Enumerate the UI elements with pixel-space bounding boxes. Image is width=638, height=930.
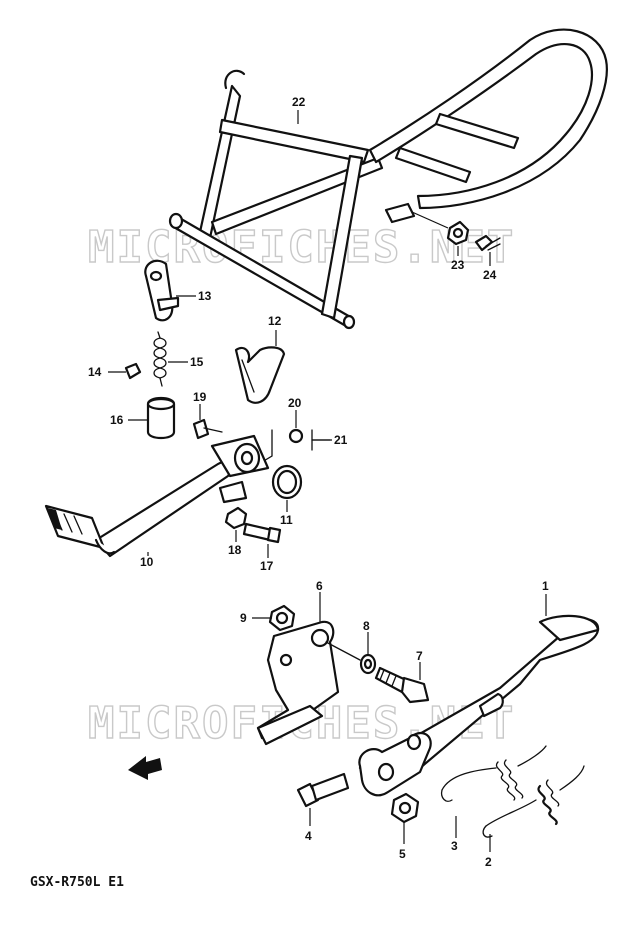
label-17: 17 (260, 559, 274, 573)
label-1: 1 (542, 579, 549, 593)
label-15: 15 (190, 355, 204, 369)
part-22-stand-frame (168, 28, 608, 330)
part-1-side-stand (358, 614, 600, 797)
label-11: 11 (280, 513, 293, 527)
part-labels: 22 23 24 13 12 15 14 19 20 16 21 11 18 1… (88, 95, 549, 869)
part-18-washer (224, 506, 248, 530)
label-2: 2 (485, 855, 492, 869)
part-12-bracket (234, 346, 286, 404)
part-7-bolt (374, 666, 430, 704)
part-11-ring (271, 464, 303, 500)
label-4: 4 (305, 829, 312, 843)
part-23-nut (446, 220, 470, 246)
label-18: 18 (228, 543, 242, 557)
label-13: 13 (198, 289, 212, 303)
label-21: 21 (334, 433, 348, 447)
label-16: 16 (110, 413, 124, 427)
label-8: 8 (363, 619, 370, 633)
label-9: 9 (240, 611, 247, 625)
part-8-washer (359, 653, 377, 675)
part-14-bolt (124, 362, 142, 380)
label-14: 14 (88, 365, 102, 379)
label-6: 6 (316, 579, 323, 593)
model-caption: GSX-R750L E1 (30, 875, 124, 890)
part-9-nut (268, 604, 296, 632)
part-17-bolt (242, 522, 282, 544)
part-2-spring (482, 765, 585, 838)
part-3-spring (440, 745, 547, 802)
leader-lines (108, 110, 547, 852)
label-19: 19 (193, 390, 207, 404)
label-23: 23 (451, 258, 465, 272)
part-20-clip (288, 428, 304, 444)
part-15-spring (153, 331, 167, 387)
part-13-bracket (144, 259, 180, 322)
label-24: 24 (483, 268, 497, 282)
part-24-bolt (474, 234, 501, 252)
label-20: 20 (288, 396, 302, 410)
part-10-pedal-lever (44, 434, 270, 558)
part-16-collar (146, 396, 176, 440)
part-4-pivot-bolt (296, 772, 350, 808)
label-12: 12 (268, 314, 282, 328)
label-22: 22 (292, 95, 306, 109)
part-19-pin (192, 418, 223, 440)
label-3: 3 (451, 839, 458, 853)
part-6-stand-bracket (256, 620, 340, 746)
label-7: 7 (416, 649, 423, 663)
label-10: 10 (140, 555, 154, 569)
front-direction-arrow-icon (128, 756, 162, 780)
part-5-nut (390, 792, 420, 824)
label-5: 5 (399, 847, 406, 861)
